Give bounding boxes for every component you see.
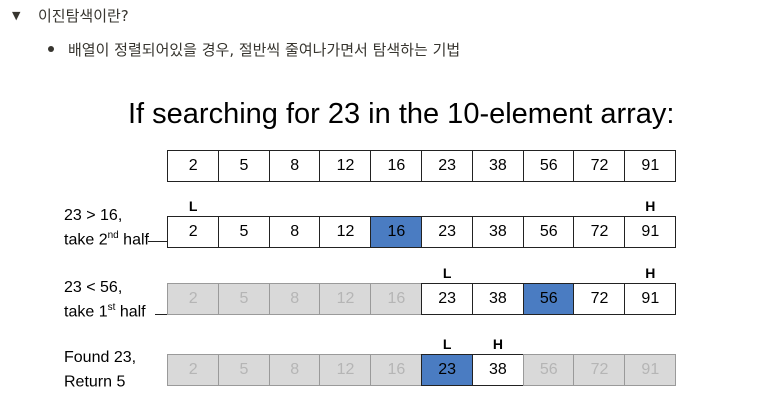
- array-cell: 72: [573, 216, 626, 248]
- array-cell: 56: [522, 283, 575, 315]
- array-cell: 72: [573, 354, 626, 386]
- step-1-leader-line: [148, 241, 167, 242]
- step-label-line1: 23 < 56,: [64, 279, 123, 296]
- diagram-title: If searching for 23 in the 10-element ar…: [128, 98, 675, 130]
- array-cell: 72: [573, 283, 626, 315]
- array-cell: 16: [370, 354, 423, 386]
- step-label-line2: take 1st half: [64, 302, 146, 321]
- array-cell: 5: [217, 150, 271, 182]
- step-label-line1: Found 23,: [64, 349, 137, 366]
- array-cell: 23: [420, 283, 474, 315]
- high-marker: H: [492, 336, 503, 352]
- array-cell: 38: [471, 283, 525, 315]
- array-cell: 16: [370, 283, 423, 315]
- array-cell: 12: [319, 283, 372, 315]
- array-cell: 23: [420, 150, 474, 182]
- array-cell: 12: [319, 150, 372, 182]
- array-cell: 8: [268, 354, 321, 386]
- array-cell: 38: [471, 216, 525, 248]
- array-cell: 56: [522, 150, 575, 182]
- array-cell: 23: [420, 354, 474, 386]
- array-cell: 8: [268, 283, 321, 315]
- array-cell: 16: [370, 150, 423, 182]
- step-3-label: Found 23, Return 5: [64, 348, 136, 392]
- bullet-dot-icon: [48, 46, 54, 52]
- array-cell: 12: [319, 216, 372, 248]
- high-marker: H: [645, 265, 656, 281]
- triangle-down-icon[interactable]: ▼: [12, 8, 21, 22]
- array-cell: 56: [522, 354, 575, 386]
- array-cell: 8: [268, 216, 321, 248]
- array-cell: 56: [522, 216, 575, 248]
- step-1-label: 23 > 16, take 2nd half: [64, 206, 149, 250]
- binary-search-diagram: If searching for 23 in the 10-element ar…: [0, 88, 778, 402]
- array-cell: 23: [420, 216, 474, 248]
- array-cell: 91: [624, 354, 677, 386]
- array-cell: 38: [471, 354, 525, 386]
- high-marker: H: [645, 198, 656, 214]
- toggle-title: 이진탐색이란?: [38, 6, 129, 25]
- bullet-text: 배열이 정렬되어있을 경우, 절반씩 줄여나가면서 탐색하는 기법: [68, 40, 461, 59]
- step-2-label: 23 < 56, take 1st half: [64, 278, 146, 322]
- array-cell: 2: [167, 354, 220, 386]
- array-cell: 2: [167, 150, 220, 182]
- array-cell: 91: [624, 150, 677, 182]
- low-marker: L: [442, 336, 452, 352]
- toggle-block[interactable]: ▼ 이진탐색이란?: [12, 4, 129, 26]
- array-cell: 91: [624, 283, 677, 315]
- array-cell: 12: [319, 354, 372, 386]
- array-cell: 16: [370, 216, 423, 248]
- array-cell: 38: [471, 150, 525, 182]
- array-cell: 5: [217, 354, 271, 386]
- array-cell: 2: [167, 283, 220, 315]
- array-cell: 5: [217, 216, 271, 248]
- array-cell: 2: [167, 216, 220, 248]
- step-label-line2: Return 5: [64, 373, 126, 391]
- low-marker: L: [442, 265, 452, 281]
- step-label-line1: 23 > 16,: [64, 207, 123, 224]
- low-marker: L: [188, 198, 198, 214]
- array-cell: 5: [217, 283, 271, 315]
- bullet-item: 배열이 정렬되어있을 경우, 절반씩 줄여나가면서 탐색하는 기법: [48, 38, 460, 60]
- step-label-line2: take 2nd half: [64, 230, 149, 249]
- array-cell: 8: [268, 150, 321, 182]
- step-2-leader-line: [155, 314, 167, 315]
- array-cell: 91: [624, 216, 677, 248]
- array-cell: 72: [573, 150, 626, 182]
